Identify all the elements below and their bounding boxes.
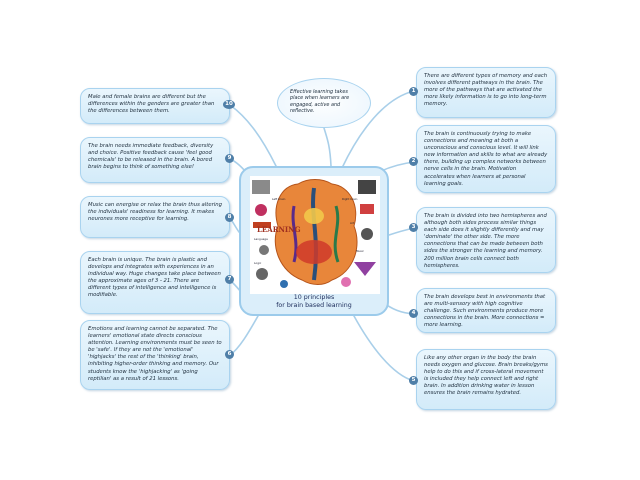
central-title: 10 principles for brain based learning <box>241 294 387 309</box>
callout-text: Effective learning takes place when lear… <box>290 89 350 115</box>
learning-stamp: LEARNING <box>257 225 301 234</box>
branch-4-number: 4 <box>409 309 418 318</box>
svg-text:Art: Art <box>350 221 355 225</box>
branch-8[interactable]: Music can energise or relax the brain th… <box>80 196 230 238</box>
branch-10[interactable]: Male and female brains are different but… <box>80 88 230 124</box>
svg-text:Right brain: Right brain <box>342 197 358 201</box>
branch-9-number: 9 <box>225 154 234 163</box>
central-topic[interactable]: Left brain Right brain Language Art Logi… <box>239 166 389 316</box>
branch-7-text: Each brain is unique. The brain is plast… <box>88 257 221 299</box>
branch-1[interactable]: There are different types of memory and … <box>416 67 556 118</box>
svg-text:Left brain: Left brain <box>272 197 286 201</box>
central-title-line1: 10 principles <box>293 294 335 301</box>
branch-6-number: 6 <box>225 350 234 359</box>
branch-4-text: The brain develops best in environments … <box>424 294 546 329</box>
branch-9[interactable]: The brain needs immediate feedback, dive… <box>80 137 230 183</box>
branch-2-text: The brain is continuously trying to make… <box>424 131 548 187</box>
branch-6-text: Emotions and learning cannot be separate… <box>88 326 222 382</box>
branch-10-number: 10 <box>223 100 235 109</box>
branch-3[interactable]: The brain is divided into two hemisphere… <box>416 207 556 273</box>
branch-5[interactable]: Like any other organ in the body the bra… <box>416 349 556 410</box>
brain-illustration: Left brain Right brain Language Art Logi… <box>250 176 380 294</box>
svg-text:Music: Music <box>356 249 364 253</box>
branch-5-text: Like any other organ in the body the bra… <box>424 355 548 397</box>
branch-8-number: 8 <box>225 213 234 222</box>
svg-text:Logic: Logic <box>254 261 262 265</box>
branch-3-number: 3 <box>409 223 418 232</box>
branch-2-number: 2 <box>409 157 418 166</box>
central-title-line2: for brain based learning <box>276 301 352 309</box>
branch-5-number: 5 <box>409 376 418 385</box>
callout-bubble[interactable]: Effective learning takes place when lear… <box>277 78 371 128</box>
branch-4[interactable]: The brain develops best in environments … <box>416 288 556 333</box>
branch-7[interactable]: Each brain is unique. The brain is plast… <box>80 251 230 314</box>
branch-2[interactable]: The brain is continuously trying to make… <box>416 125 556 193</box>
branch-7-number: 7 <box>225 275 234 284</box>
branch-10-text: Male and female brains are different but… <box>88 94 215 115</box>
branch-1-number: 1 <box>409 87 418 96</box>
branch-8-text: Music can energise or relax the brain th… <box>88 202 222 223</box>
branch-6[interactable]: Emotions and learning cannot be separate… <box>80 320 230 390</box>
svg-text:Language: Language <box>254 237 268 241</box>
branch-9-text: The brain needs immediate feedback, dive… <box>88 143 214 171</box>
branch-3-text: The brain is divided into two hemisphere… <box>424 213 547 269</box>
branch-1-text: There are different types of memory and … <box>424 73 548 108</box>
